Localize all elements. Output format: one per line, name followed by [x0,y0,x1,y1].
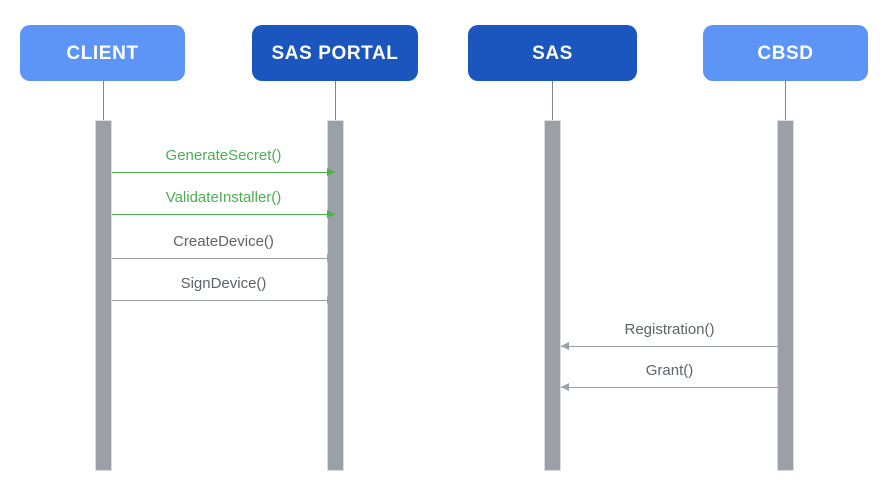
participant-label-cbsd: CBSD [757,42,814,64]
arrow-head-icon-registration [561,342,569,350]
message-label-generate-secret: GenerateSecret() [165,147,282,164]
participant-label-client: CLIENT [66,42,139,64]
message-label-validate-installer: ValidateInstaller() [165,189,282,206]
lifeline-sas [552,81,553,120]
lifeline-client [103,81,104,120]
message-label-registration: Registration() [624,321,715,338]
arrow-head-icon-grant [561,383,569,391]
activation-bar-sas-portal [327,120,344,471]
message-line-sign-device [112,300,335,301]
participant-box-sas[interactable]: SAS [468,25,637,81]
participant-label-sas-portal: SAS PORTAL [271,42,399,64]
lifeline-cbsd [785,81,786,120]
activation-bar-cbsd [777,120,794,471]
participant-box-sas-portal[interactable]: SAS PORTAL [252,25,418,81]
message-label-grant: Grant() [645,362,694,379]
arrow-head-icon-generate-secret [327,168,335,176]
arrow-head-icon-sign-device [327,296,335,304]
activation-bar-sas [544,120,561,471]
activation-bar-client [95,120,112,471]
arrow-head-icon-validate-installer [327,210,335,218]
message-label-sign-device: SignDevice() [180,275,267,292]
participant-box-cbsd[interactable]: CBSD [703,25,868,81]
message-line-grant [561,387,778,388]
message-line-validate-installer [112,214,335,215]
message-line-generate-secret [112,172,335,173]
participant-label-sas: SAS [532,42,573,64]
participant-box-client[interactable]: CLIENT [20,25,185,81]
lifeline-sas-portal [335,81,336,120]
arrow-head-icon-create-device [327,254,335,262]
message-line-registration [561,346,778,347]
message-line-create-device [112,258,335,259]
message-label-create-device: CreateDevice() [173,233,274,250]
